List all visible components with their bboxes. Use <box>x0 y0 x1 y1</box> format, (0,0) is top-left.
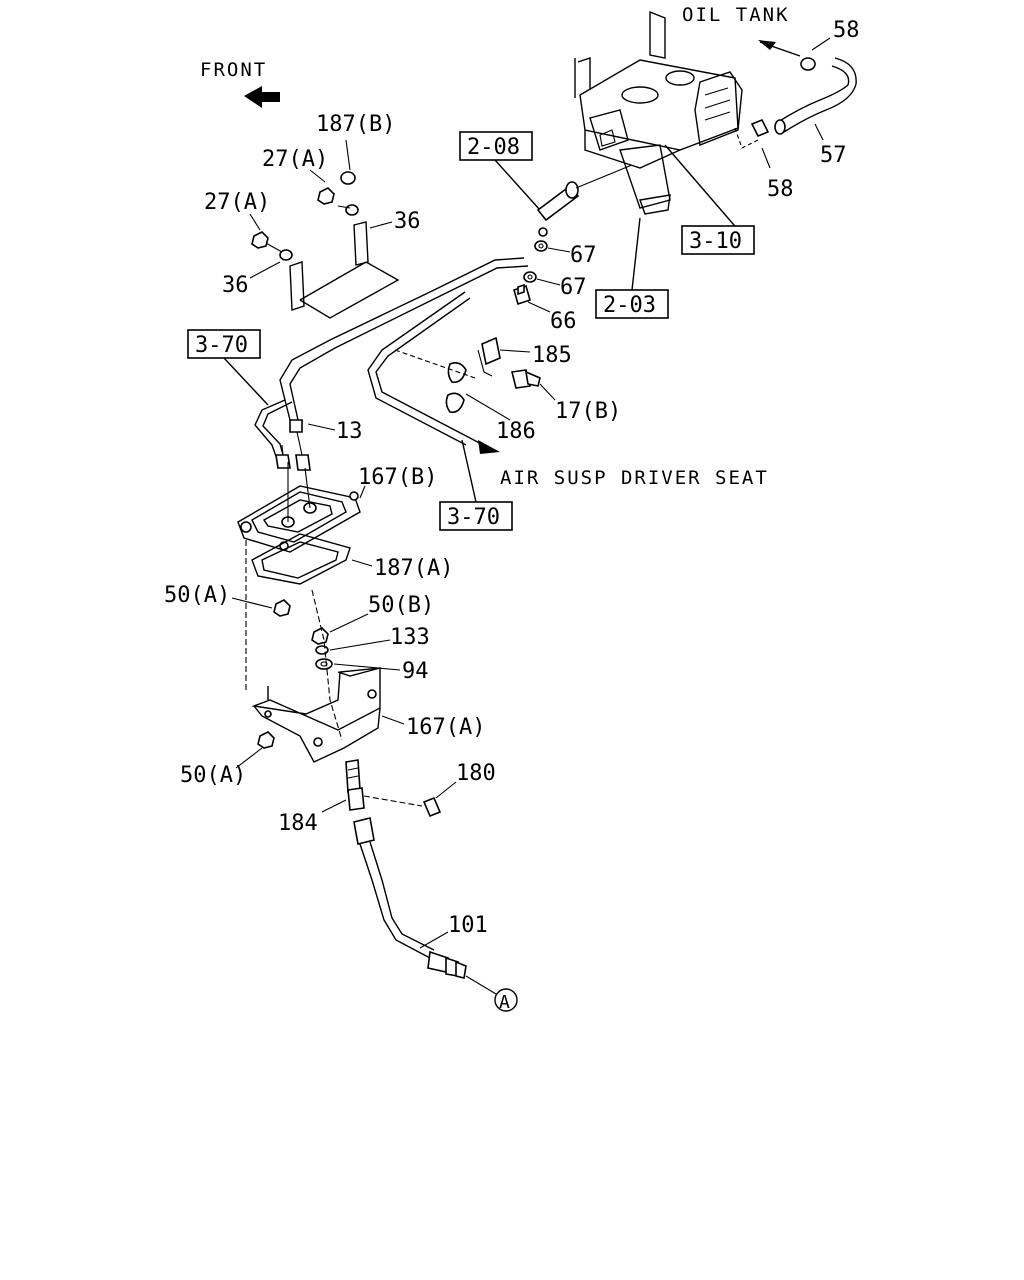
callout-27a-lower: 27(A) <box>204 190 270 215</box>
washer-133 <box>315 645 329 655</box>
pipe-13 <box>254 257 529 471</box>
air-suspension-pipe <box>367 291 486 447</box>
svg-text:3-10: 3-10 <box>689 229 742 254</box>
callout-184: 184 <box>278 811 318 836</box>
callout-187a: 187(A) <box>374 556 453 581</box>
cap-187b <box>340 171 356 185</box>
svg-text:3-70: 3-70 <box>195 333 248 358</box>
ref-box-3-70-upper[interactable]: 3-70 <box>187 329 261 359</box>
callout-66: 66 <box>550 309 577 334</box>
ref-box-2-03[interactable]: 2-03 <box>595 289 669 319</box>
brake-hose-101 <box>353 817 467 979</box>
svg-text:2-03: 2-03 <box>603 293 656 318</box>
clip-185 <box>477 336 501 377</box>
callout-67-upper: 67 <box>570 243 597 268</box>
washer-94 <box>315 658 333 670</box>
bracket-36-assembly <box>263 204 400 319</box>
callout-94: 94 <box>402 659 429 684</box>
callout-50b: 50(B) <box>368 593 434 618</box>
hose-clamp-58-mid <box>750 118 770 138</box>
nut-50a-upper <box>273 599 291 617</box>
ref-box-2-08[interactable]: 2-08 <box>459 131 533 161</box>
callout-186: 186 <box>496 419 536 444</box>
callout-133: 133 <box>390 625 430 650</box>
union-184 <box>345 759 365 811</box>
nut-50b <box>311 627 329 645</box>
valve-167b <box>237 462 361 553</box>
nut-50a-lower <box>257 731 275 749</box>
clamp-186 <box>445 362 467 414</box>
svg-text:3-70: 3-70 <box>447 505 500 530</box>
return-hose-57 <box>774 57 857 135</box>
ref-box-3-10[interactable]: 3-10 <box>681 225 755 255</box>
nut-27a-lower <box>251 231 269 249</box>
oil-tank-assembly <box>574 10 759 291</box>
oil-tank-arrow-head <box>758 40 776 50</box>
callout-36-right: 36 <box>394 209 421 234</box>
callout-50a-upper: 50(A) <box>164 583 230 608</box>
callout-167a: 167(A) <box>406 715 485 740</box>
callout-13: 13 <box>336 419 363 444</box>
callout-167b: 167(B) <box>358 465 437 490</box>
callout-57: 57 <box>820 143 847 168</box>
ref-box-3-70-lower[interactable]: 3-70 <box>439 501 513 531</box>
gasket-187a <box>251 533 351 585</box>
callout-101: 101 <box>448 913 488 938</box>
front-note: FRONT <box>200 59 267 81</box>
air-susp-arrow <box>478 440 500 454</box>
oil-tank-note: OIL TANK <box>682 4 790 26</box>
callout-67-lower: 67 <box>560 275 587 300</box>
clip-180 <box>422 796 442 818</box>
callout-58-mid: 58 <box>767 177 794 202</box>
front-arrow-icon <box>244 86 280 108</box>
union-bolt-66 <box>513 283 531 306</box>
washer-67-lower <box>523 271 537 283</box>
callout-58-top: 58 <box>833 18 860 43</box>
svg-text:A: A <box>499 992 510 1013</box>
connection-point-a: A <box>494 988 518 1013</box>
callout-50a-lower: 50(A) <box>180 763 246 788</box>
washer-67-upper <box>534 240 548 252</box>
hose-clamp-58-top <box>800 57 816 71</box>
callout-27a-upper: 27(A) <box>262 147 328 172</box>
callout-17b: 17(B) <box>555 399 621 424</box>
callout-185: 185 <box>532 343 572 368</box>
nut-27a-upper <box>317 187 335 205</box>
callout-36-left: 36 <box>222 273 249 298</box>
bracket-167a <box>251 667 381 763</box>
svg-text:2-08: 2-08 <box>467 135 520 160</box>
air-susp-note: AIR SUSP DRIVER SEAT <box>500 467 769 489</box>
bolt-17b <box>511 369 541 389</box>
callout-180: 180 <box>456 761 496 786</box>
master-cylinder <box>536 164 633 237</box>
callout-187b: 187(B) <box>316 112 395 137</box>
